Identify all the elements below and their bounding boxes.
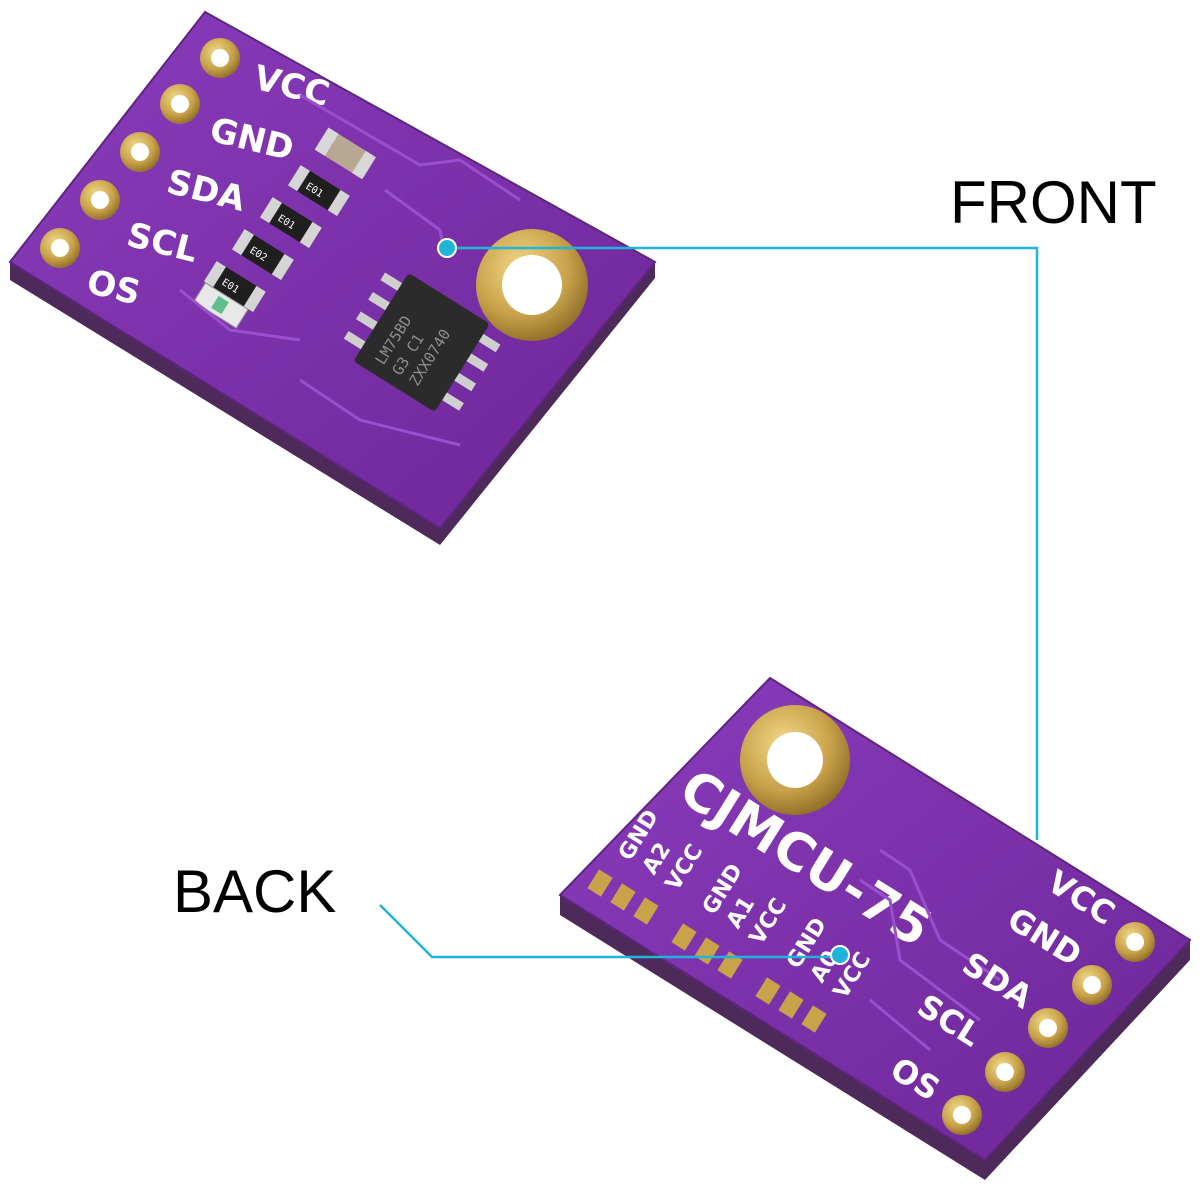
back-pad-vcc <box>1115 922 1155 962</box>
front-callout-line <box>447 246 1039 840</box>
back-label: BACK <box>173 858 336 925</box>
back-board: CJMCU-75 GND A2 VCC GND A1 VCC <box>558 676 1192 1180</box>
back-callout-line <box>379 904 840 959</box>
front-board: VCC GND SDA SCL OS E01 E01 <box>8 10 657 545</box>
back-pad-scl <box>985 1052 1025 1092</box>
back-callout-dot <box>830 945 850 965</box>
front-resistor: E01 <box>287 164 350 217</box>
front-pad-sda <box>120 132 160 172</box>
front-resistors: E01 E01 E02 E01 <box>203 164 350 313</box>
back-pad-os <box>942 1095 982 1135</box>
front-pin-pads <box>40 38 240 268</box>
back-pad-gnd <box>1072 965 1112 1005</box>
front-label: FRONT <box>950 169 1157 236</box>
back-pin-pads <box>942 922 1155 1135</box>
back-callout: BACK <box>173 858 850 965</box>
back-mounting-hole <box>740 705 850 815</box>
front-led <box>193 282 249 329</box>
front-pad-vcc <box>200 38 240 78</box>
front-pad-os <box>40 228 80 268</box>
front-resistor: E01 <box>203 260 266 313</box>
front-resistor: E01 <box>259 196 322 249</box>
front-board-face <box>8 10 657 530</box>
front-pad-scl <box>80 180 120 220</box>
front-callout-dot <box>437 238 457 258</box>
back-pad-sda <box>1028 1008 1068 1048</box>
front-board-edge <box>10 262 655 545</box>
front-mounting-hole <box>476 229 588 341</box>
front-resistor: E02 <box>231 228 294 281</box>
front-callout: FRONT <box>437 169 1157 840</box>
front-capacitor <box>314 127 376 180</box>
front-ic-chip: LM75BD G3 C1 ZXX0740 <box>343 272 501 411</box>
front-pad-gnd <box>160 84 200 124</box>
back-traces <box>859 848 1001 1052</box>
